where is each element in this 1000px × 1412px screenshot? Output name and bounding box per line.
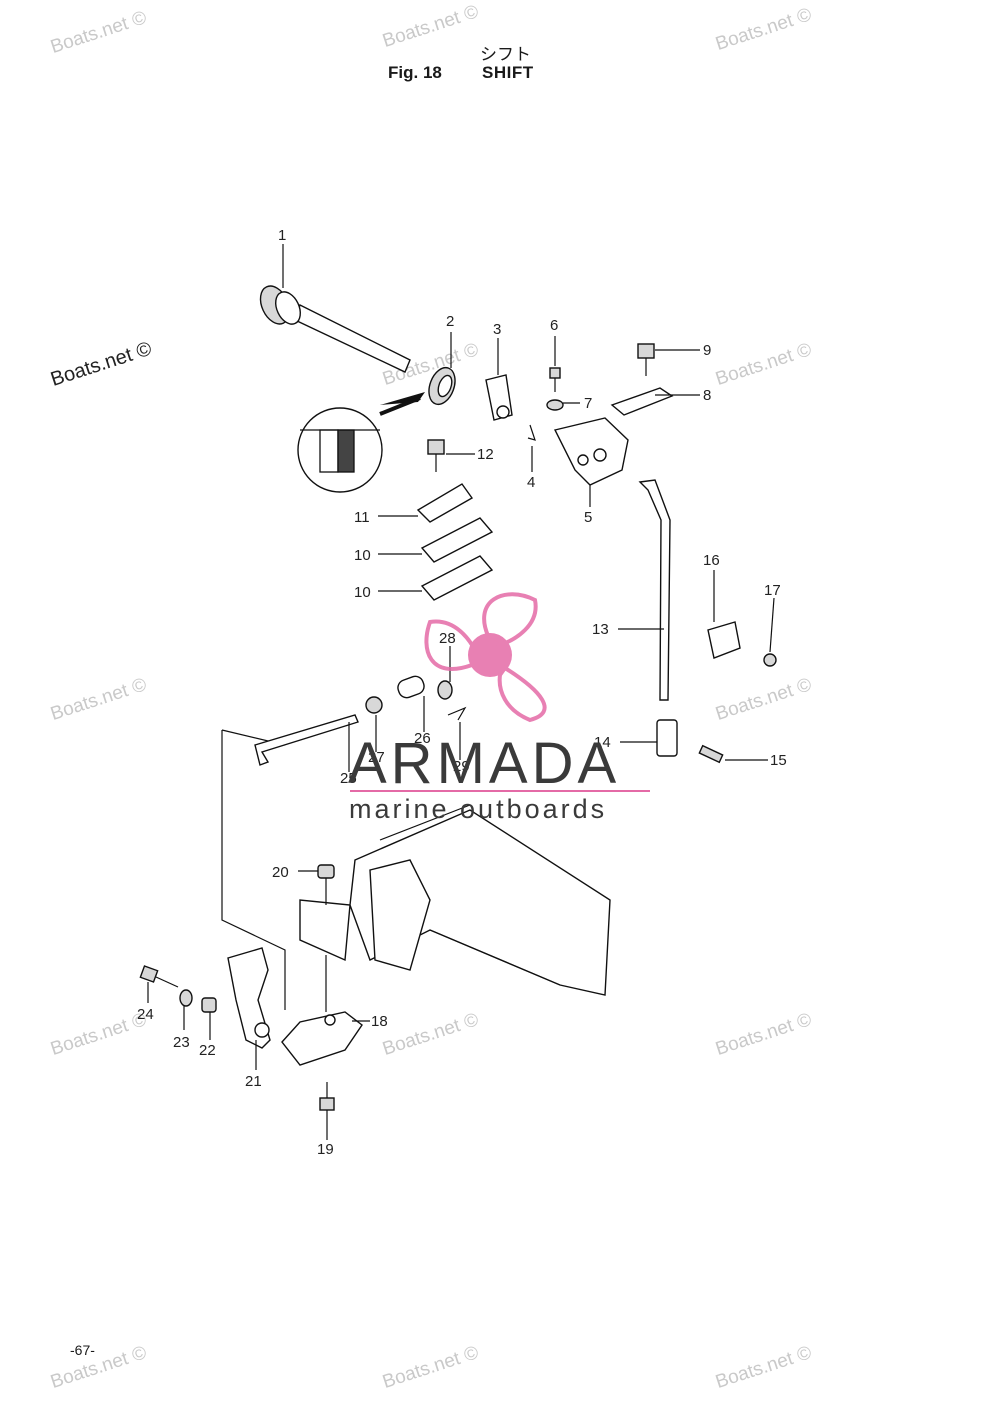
part-23-washer — [179, 989, 193, 1030]
part-26-bushing — [397, 675, 425, 732]
part-10-plate-lower — [378, 555, 494, 601]
callout-12: 12 — [477, 446, 494, 463]
part-29-clip — [447, 706, 467, 760]
part-12-bolt — [427, 439, 475, 472]
part-3-shift-lever — [485, 338, 513, 421]
brand-tagline: marine outboards — [349, 794, 608, 824]
callout-19: 19 — [317, 1141, 334, 1158]
callout-16: 16 — [703, 552, 720, 569]
callout-6: 6 — [550, 317, 558, 334]
callout-1: 1 — [278, 227, 286, 244]
callout-20: 20 — [272, 864, 289, 881]
part-15-pin — [698, 744, 768, 764]
part-11-plate — [378, 483, 474, 523]
brand-name: ARMADA — [348, 731, 621, 796]
callout-21: 21 — [245, 1073, 262, 1090]
part-28-washer — [437, 646, 453, 700]
figure-number: Fig. 18 — [388, 63, 442, 82]
part-10-plate-upper — [378, 517, 494, 563]
callout-11: 11 — [354, 509, 370, 526]
detail-view-circle — [297, 392, 425, 493]
callout-29: 29 — [453, 758, 470, 775]
part-25-rod — [254, 714, 359, 772]
part-6-screw — [549, 336, 561, 392]
callout-24: 24 — [137, 1006, 154, 1023]
callout-4: 4 — [527, 474, 535, 491]
part-5-shift-bracket — [553, 417, 629, 507]
part-21-arm — [227, 947, 271, 1070]
part-16-block — [707, 570, 741, 659]
page-number: -67- — [70, 1342, 95, 1358]
callout-10: 10 — [354, 547, 371, 564]
callout-25: 25 — [340, 770, 357, 787]
callout-8: 8 — [703, 387, 711, 404]
part-7-nut — [546, 399, 580, 411]
part-1-shift-rod — [259, 244, 411, 373]
callout-22: 22 — [199, 1042, 216, 1059]
callout-18: 18 — [371, 1013, 388, 1030]
part-19-bolt — [319, 1082, 335, 1140]
part-22-collar — [201, 997, 217, 1040]
callout-3: 3 — [493, 321, 501, 338]
part-17-screw — [763, 597, 777, 667]
figure-title: SHIFT — [482, 63, 534, 82]
callout-28: 28 — [439, 630, 456, 647]
callout-23: 23 — [173, 1034, 190, 1051]
propeller-logo-icon — [424, 592, 547, 723]
brand-divider — [350, 790, 650, 792]
part-9-bolt — [637, 343, 700, 376]
callout-10: 10 — [354, 584, 371, 601]
part-27-nut — [365, 696, 383, 752]
swivel-bracket-assembly — [299, 804, 611, 996]
part-13-shift-rod — [618, 479, 671, 701]
callout-13: 13 — [592, 621, 609, 638]
part-24-bolt — [139, 965, 179, 1003]
title-japanese: シフト — [480, 45, 531, 65]
callout-5: 5 — [584, 509, 592, 526]
callout-26: 26 — [414, 730, 431, 747]
callout-7: 7 — [584, 395, 592, 412]
callout-17: 17 — [764, 582, 781, 599]
callout-27: 27 — [368, 749, 385, 766]
part-20-nut — [298, 864, 335, 905]
part-14-joint — [620, 719, 678, 757]
part-8-plate — [610, 387, 700, 416]
part-2-oil-seal — [428, 332, 456, 406]
callout-14: 14 — [594, 734, 611, 751]
callout-9: 9 — [703, 342, 711, 359]
part-4-clip — [527, 424, 536, 472]
part-18-bracket — [281, 955, 370, 1066]
callout-15: 15 — [770, 752, 787, 769]
callout-2: 2 — [446, 313, 454, 330]
